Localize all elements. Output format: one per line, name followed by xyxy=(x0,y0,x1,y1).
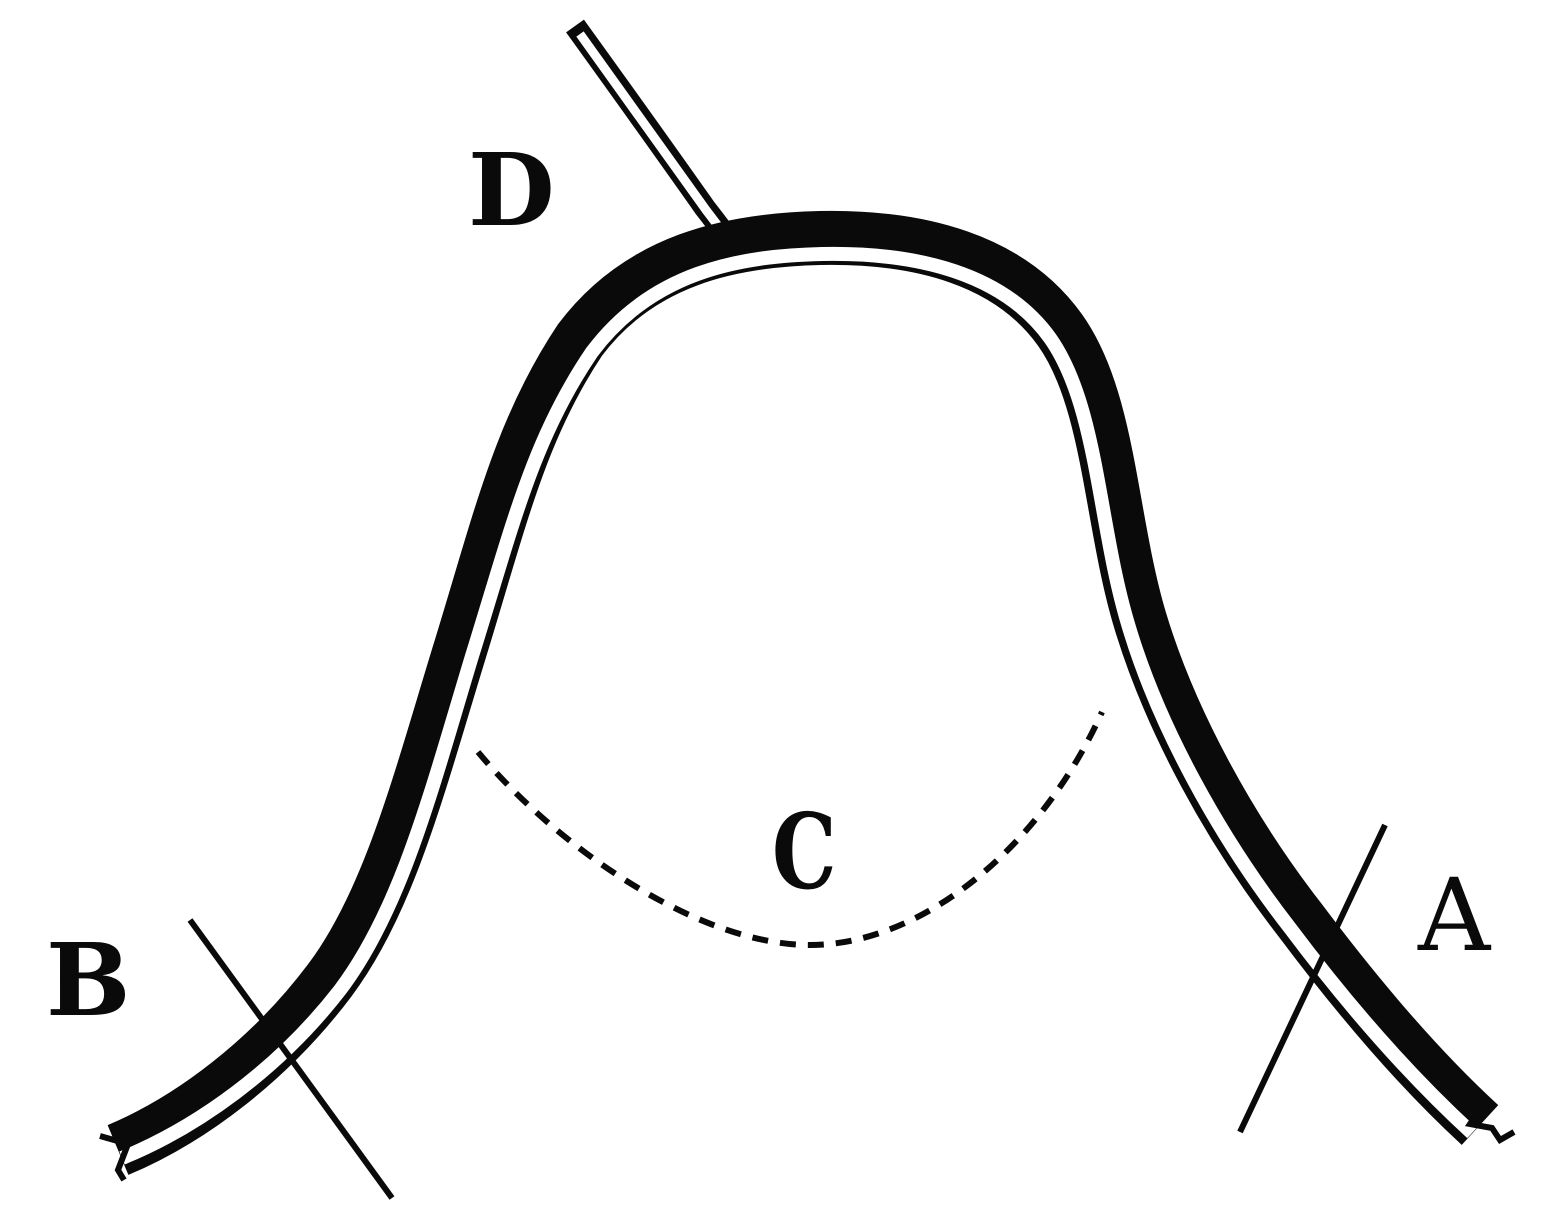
section-line-b xyxy=(187,918,395,1200)
main-tube-bore xyxy=(119,246,1477,1165)
label-c: C xyxy=(772,790,837,913)
label-d: D xyxy=(468,131,555,249)
label-b: B xyxy=(46,921,131,1039)
dashed-curve-c xyxy=(475,710,1105,949)
label-a: A xyxy=(1418,857,1491,974)
broken-end-a xyxy=(1456,1095,1516,1144)
section-line-a xyxy=(1237,823,1388,1134)
cut-end-b xyxy=(99,1133,132,1182)
main-tube-body xyxy=(107,210,1499,1175)
branch-tube-d-bore xyxy=(576,31,742,257)
